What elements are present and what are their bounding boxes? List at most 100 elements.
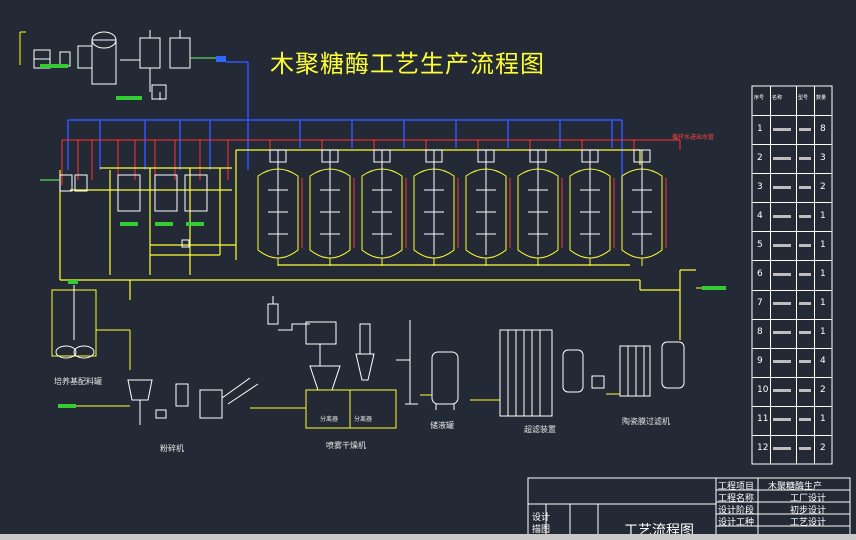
- table-row-model: [799, 331, 811, 335]
- project-value: 木聚糖酶生产: [768, 482, 823, 492]
- page-title: 木聚糖酶工艺生产流程图: [270, 50, 545, 78]
- fermenter-row: [257, 149, 667, 266]
- mixing-tank: [51, 280, 131, 370]
- table-row-number: 8: [757, 327, 763, 338]
- spray-dryer: [250, 296, 418, 429]
- table-row-number: 5: [757, 239, 763, 250]
- table-row-number: 2: [757, 152, 763, 163]
- table-rule: [752, 202, 832, 204]
- fermenter: [257, 149, 303, 266]
- table-row-name: [773, 127, 791, 131]
- table-row-name: [773, 156, 791, 160]
- type-value: 工艺设计: [790, 518, 827, 528]
- table-row-name: [773, 302, 791, 306]
- table-row-name: [773, 389, 791, 393]
- table-row-name: [773, 214, 791, 218]
- draw-label: 描图: [532, 525, 551, 535]
- ultrafilter: [470, 329, 605, 417]
- table-row-qty: 1: [820, 239, 826, 250]
- table-rule: [752, 144, 832, 146]
- mill-label: 粉碎机: [160, 444, 184, 453]
- table-rule: [752, 376, 832, 378]
- spray-dryer-label: 喷雾干燥机: [326, 441, 366, 450]
- table-row-model: [799, 127, 811, 131]
- table-row-qty: 2: [820, 385, 826, 396]
- table-row-number: 12: [757, 443, 769, 454]
- table-row-number: 4: [757, 210, 763, 221]
- table-row-model: [799, 273, 811, 276]
- table-row-qty: 8: [820, 123, 826, 134]
- storage-tank: [420, 351, 459, 410]
- fermenter: [465, 149, 511, 266]
- fermenter: [517, 149, 563, 266]
- seed-tanks: [40, 174, 208, 248]
- table-row-number: 1: [757, 123, 763, 134]
- table-rule: [770, 86, 771, 464]
- table-row-qty: 4: [820, 356, 826, 367]
- parts-table-frame: [751, 85, 833, 465]
- ultrafilter-label: 超滤装置: [524, 425, 556, 434]
- table-row-number: 11: [757, 414, 769, 425]
- table-row-qty: 2: [820, 443, 826, 454]
- storage-tank-label: 储液罐: [430, 421, 454, 430]
- red-header-pipe: [61, 139, 681, 185]
- table-row-name: [773, 360, 791, 364]
- table-rule: [752, 115, 832, 117]
- table-row-name: [773, 243, 791, 247]
- table-rule: [752, 347, 832, 349]
- table-row-model: [799, 185, 811, 189]
- fermenter: [413, 149, 459, 266]
- table-row-model: [799, 156, 811, 160]
- stage-value: 初步设计: [790, 506, 827, 516]
- table-rule: [752, 260, 832, 262]
- table-rule: [752, 405, 832, 407]
- table-rule: [752, 289, 832, 291]
- table-row-number: 9: [757, 356, 763, 367]
- design-label: 设计: [532, 513, 551, 523]
- table-row-model: [799, 360, 811, 364]
- table-row-name: [773, 185, 791, 189]
- fermenter: [309, 149, 355, 266]
- table-rule: [814, 86, 815, 464]
- table-row-qty: 3: [820, 152, 826, 163]
- project-label: 工程项目: [718, 482, 755, 492]
- table-row-model: [799, 214, 811, 218]
- table-row-qty: 1: [820, 327, 826, 338]
- blue-header-pipe: [67, 61, 623, 200]
- mixing-tank-label: 培养基配料罐: [54, 377, 102, 386]
- parts-table-header: 名称: [772, 95, 783, 101]
- table-rule: [752, 434, 832, 436]
- table-row-qty: 1: [820, 210, 826, 221]
- table-row-model: [799, 418, 811, 422]
- table-row-number: 10: [757, 385, 769, 396]
- separator-label-b: 分离器: [354, 416, 373, 423]
- table-row-name: [773, 331, 791, 335]
- name-label: 工程名称: [718, 494, 755, 504]
- table-row-name: [773, 447, 791, 451]
- table-rule: [752, 231, 832, 233]
- table-row-number: 6: [757, 269, 763, 279]
- fermenter: [621, 149, 667, 266]
- type-label: 设计工种: [718, 518, 755, 528]
- air-filter-train: [19, 30, 226, 100]
- table-row-name: [773, 418, 791, 422]
- separator-label-a: 分离器: [320, 416, 339, 423]
- fermenter: [361, 149, 407, 266]
- ceramic-filter: [606, 286, 726, 397]
- table-row-model: [799, 447, 811, 451]
- parts-table-header: 数量: [816, 95, 827, 101]
- yellow-process-pipes: [59, 149, 696, 340]
- table-row-number: 7: [757, 298, 763, 309]
- stage-label: 设计阶段: [718, 506, 755, 516]
- parts-table-header: 型号: [798, 95, 809, 101]
- table-row-number: 3: [757, 181, 763, 192]
- fermenter: [569, 149, 615, 266]
- parts-table-header: 序号: [754, 95, 765, 101]
- mill: [58, 377, 259, 425]
- table-row-qty: 1: [820, 298, 826, 309]
- table-rule: [752, 173, 832, 175]
- table-row-model: [799, 389, 811, 393]
- name-value: 工厂设计: [790, 494, 827, 504]
